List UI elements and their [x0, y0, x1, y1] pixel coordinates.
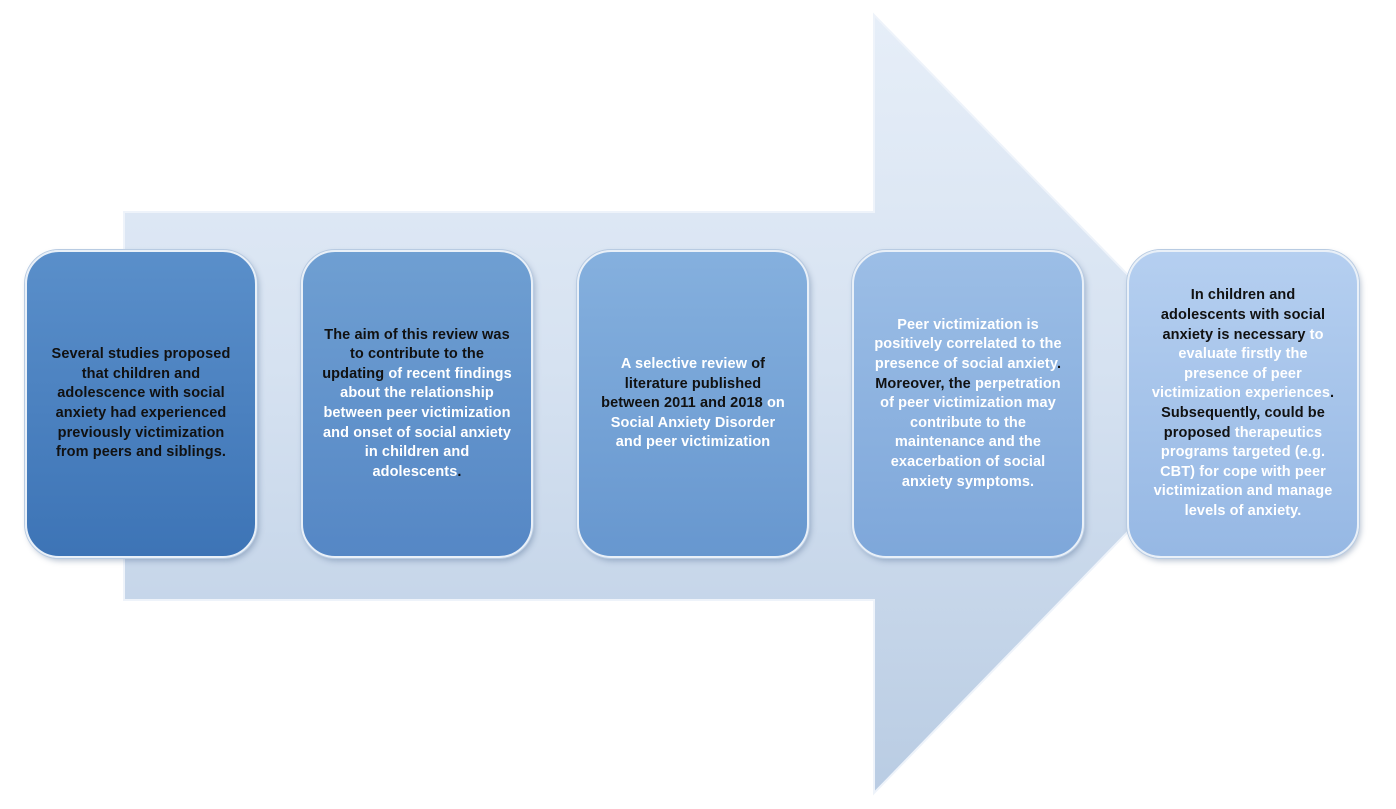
step-4-text-segment: Peer victimization is positively correla…: [874, 316, 1062, 373]
step-text-4: Peer victimization is positively correla…: [872, 316, 1064, 492]
step-4-text-segment: . Moreover, the: [875, 356, 1062, 392]
step-3-text-segment: A selective review: [620, 356, 752, 373]
step-2-text-segment: .: [457, 463, 462, 480]
step-5-text-segment: In children and adolescents with social …: [1160, 287, 1326, 343]
step-3-text-segment: on Social Anxiety Disorder and peer vict…: [610, 395, 785, 451]
step-5-text-segment: to evaluate firstly the presence of peer…: [1151, 326, 1331, 402]
step-3-text-segment: of literature published between 2011 and…: [601, 356, 767, 412]
step-text-1: Several studies proposed that children a…: [45, 345, 237, 463]
step-text-2: The aim of this review was to contribute…: [321, 326, 513, 483]
step-box-3: A selective review of literature publish…: [577, 250, 809, 558]
step-text-3: A selective review of literature publish…: [597, 355, 789, 453]
step-2-text-segment: The aim of this review was to contribute…: [322, 326, 510, 382]
step-5-text-segment: . Subsequently, could be proposed: [1161, 385, 1335, 441]
step-4-text-segment: perpetration of peer victimization may c…: [880, 375, 1061, 490]
step-box-1: Several studies proposed that children a…: [25, 250, 257, 558]
step-1-text-segment: Several studies proposed that children a…: [51, 346, 231, 461]
step-box-2: The aim of this review was to contribute…: [301, 250, 533, 558]
step-5-text-segment: therapeutics programs targeted (e.g. CBT…: [1153, 424, 1333, 519]
step-2-text-segment: of recent findings about the relationshi…: [322, 365, 512, 480]
step-box-4: Peer victimization is positively correla…: [852, 250, 1084, 558]
step-text-5: In children and adolescents with social …: [1147, 286, 1339, 521]
step-box-5: In children and adolescents with social …: [1127, 250, 1359, 558]
